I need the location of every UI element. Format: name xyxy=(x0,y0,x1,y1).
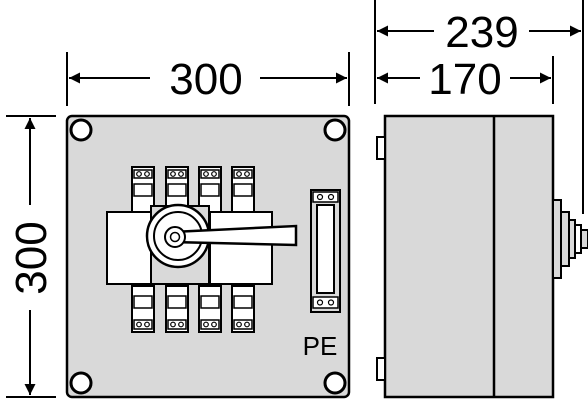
top-terminal-1 xyxy=(131,166,155,213)
enclosure-side xyxy=(383,114,555,399)
top-terminal-4 xyxy=(231,166,255,213)
side-body-depth-label: 170 xyxy=(428,55,501,104)
side-total-depth-label: 239 xyxy=(445,8,518,57)
top-terminals xyxy=(131,166,255,213)
top-terminal-3 xyxy=(198,166,222,213)
handle-shaft-profile xyxy=(552,199,588,279)
side-view: 239 170 xyxy=(374,0,588,399)
front-view: 300 300 xyxy=(6,52,351,399)
front-height-label: 300 xyxy=(7,221,56,294)
front-height-dimension: 300 xyxy=(6,115,56,398)
bottom-terminal-2 xyxy=(165,285,189,333)
front-width-label: 300 xyxy=(169,55,242,104)
switch-body-left xyxy=(106,211,156,285)
screw-bottom-left xyxy=(69,371,93,395)
side-body-depth-dimension: 170 xyxy=(377,55,554,104)
hinge-tab-top xyxy=(376,136,386,160)
pe-terminal xyxy=(310,189,341,313)
rotary-handle xyxy=(145,203,298,285)
switch-body-right xyxy=(209,211,273,285)
hinge-tab-bottom xyxy=(376,357,386,381)
bottom-terminal-1 xyxy=(131,285,155,333)
pe-label: PE xyxy=(303,331,338,361)
bottom-terminals xyxy=(131,285,255,333)
front-width-dimension: 300 xyxy=(66,52,350,106)
bottom-terminal-3 xyxy=(198,285,222,333)
top-terminal-2 xyxy=(165,166,189,213)
screw-top-left xyxy=(69,118,93,142)
screw-bottom-right xyxy=(323,371,347,395)
bottom-terminal-4 xyxy=(231,285,255,333)
side-total-depth-dimension: 239 xyxy=(374,0,584,214)
screw-top-right xyxy=(323,118,347,142)
